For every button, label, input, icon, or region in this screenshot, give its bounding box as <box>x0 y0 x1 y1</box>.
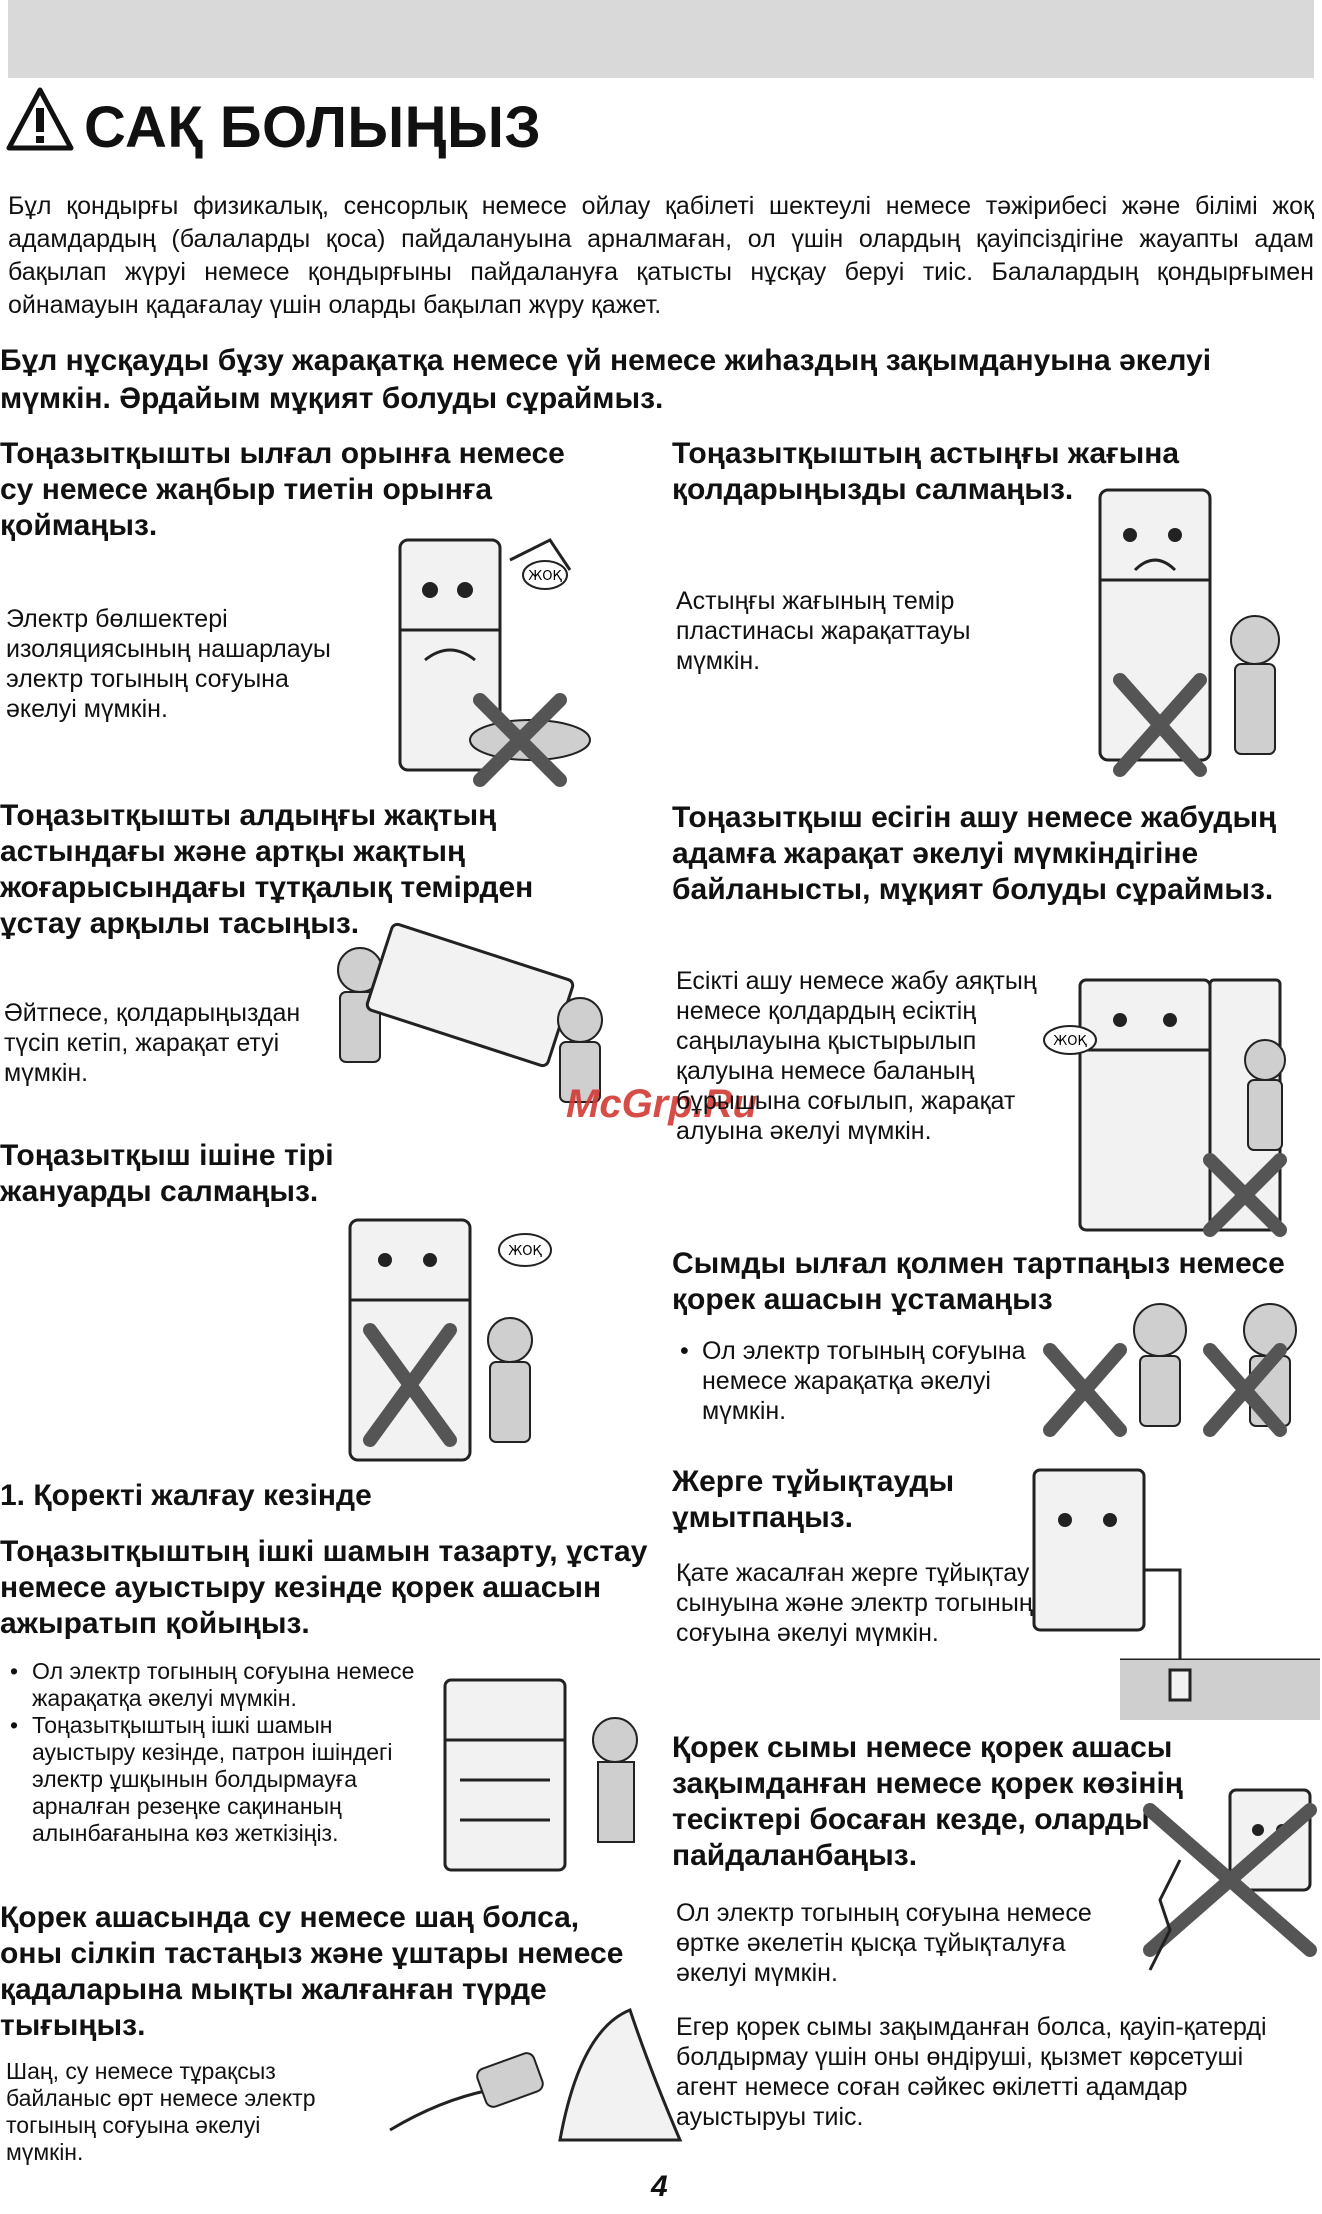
fridge-bottom-hand-illustration <box>1098 488 1280 777</box>
left-s3-badge: ЖОҚ <box>508 1244 542 1259</box>
fridge-water-illustration: ЖОҚ <box>398 538 591 787</box>
right-s2-heading: Тоңазытқыш есігін ашу немесе жабудың ада… <box>672 801 1277 906</box>
right-s4-text: Қате жасалған жерге тұйықтау сынуына жән… <box>676 1559 1033 1647</box>
left-s1-heading: Тоңазытқышты ылғал орынға немесе су неме… <box>0 437 565 542</box>
left-s2-text: Әйтпесе, қолдарыңыздан түсіп кетіп, жара… <box>4 999 301 1087</box>
left-s1-text: Электр бөлшектері изоляциясының нашарлау… <box>6 605 331 723</box>
bold-warning-note: Бұл нұсқауды бұзу жарақатқа немесе үй не… <box>0 344 1212 415</box>
list-item: Ол электр тогының соғуына немесе жарақат… <box>676 1336 1056 1426</box>
left-s4-bullets: Ол электр тогының соғуына немесе жарақат… <box>6 1658 426 1847</box>
page-number: 4 <box>651 2170 668 2203</box>
list-item: Тоңазытқыштың ішкі шамын ауыстыру кезінд… <box>6 1712 426 1847</box>
list-item: Ол электр тогының соғуына немесе жарақат… <box>6 1658 426 1712</box>
grounding-illustration <box>1032 1468 1320 1720</box>
right-s1-text: Астыңғы жағының темір пластинасы жарақат… <box>676 587 971 675</box>
left-s4-numbered: 1. Қоректі жалғау кезінде <box>0 1479 372 1512</box>
animal-in-fridge-illustration: ЖОҚ <box>348 1218 552 1462</box>
wet-hands-plug-illustration <box>1043 1303 1297 1437</box>
left-s1-badge: ЖОҚ <box>528 569 562 584</box>
left-s3-heading: Тоңазытқыш ішіне тірі жануарды салмаңыз. <box>0 1139 334 1208</box>
right-s1-heading: Тоңазытқыштың астыңғы жағына қолдарыңызд… <box>672 437 1180 506</box>
page-title: САҚ БОЛЫҢЫЗ <box>84 95 542 160</box>
right-s5-text: Ол электр тогының соғуына немесе өртке ә… <box>676 1899 1092 1987</box>
right-s5-text2: Егер қорек сымы зақымданған болса, қауіп… <box>676 2013 1267 2131</box>
intro-paragraph: Бұл қондырғы физикалық, сенсорлық немесе… <box>8 192 1314 319</box>
watermark: McGrp.Ru <box>566 1082 758 1126</box>
left-s2-heading: Тоңазытқышты алдыңғы жақтың астындағы жә… <box>0 799 534 940</box>
damaged-plug-illustration <box>1143 1788 1317 1971</box>
warning-triangle-icon <box>6 87 74 151</box>
left-s4-heading: Тоңазытқыштың ішкі шамын тазарту, ұстау … <box>0 1535 648 1640</box>
plug-dust-illustration <box>389 2008 683 2142</box>
left-s5-text: Шаң, су немесе тұрақсыз байланыс өрт нем… <box>6 2058 316 2165</box>
left-s5-heading: Қорек ашасында су немесе шаң болса, оны … <box>0 1901 624 2042</box>
right-s2-badge: ЖОҚ <box>1053 1034 1087 1049</box>
header-bar <box>8 0 1314 78</box>
fridge-lamp-illustration <box>443 1678 638 1872</box>
carrying-fridge-illustration <box>337 922 603 1103</box>
right-s4-heading: Жерге тұйықтауды ұмытпаңыз. <box>672 1465 955 1534</box>
right-s3-heading: Сымды ылғал қолмен тартпаңыз немесе қоре… <box>672 1247 1285 1316</box>
door-pinch-illustration: ЖОҚ <box>1043 978 1287 1237</box>
right-s3-bullets: Ол электр тогының соғуына немесе жарақат… <box>676 1336 1056 1426</box>
right-s5-heading: Қорек сымы немесе қорек ашасы зақымданға… <box>672 1731 1183 1872</box>
right-s2-text: Есікті ашу немесе жабу аяқтың немесе қол… <box>676 967 1037 1145</box>
